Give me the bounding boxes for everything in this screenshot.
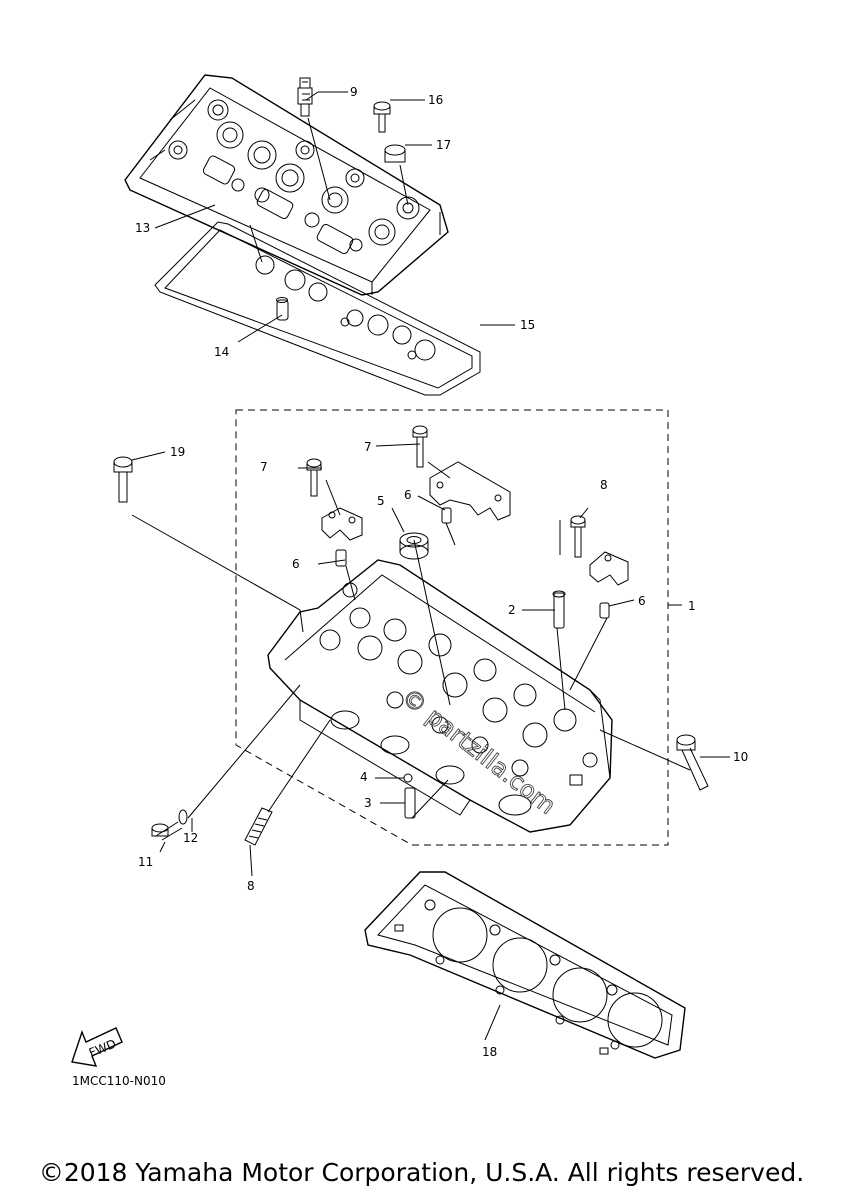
flange-bolt[interactable] bbox=[151, 821, 183, 841]
cylinder-head[interactable] bbox=[267, 559, 613, 833]
part-label-9[interactable]: 9 bbox=[350, 85, 358, 99]
diagram-code: 1MCC110-N010 bbox=[72, 1074, 166, 1088]
part-label-1[interactable]: 1 bbox=[688, 599, 696, 613]
watermark: © partzilla.com bbox=[396, 683, 561, 820]
part-label-10[interactable]: 10 bbox=[733, 750, 748, 764]
camshaft-cap-left[interactable] bbox=[321, 507, 363, 541]
dowel-pin[interactable] bbox=[599, 602, 610, 619]
part-label-16[interactable]: 16 bbox=[428, 93, 443, 107]
part-label-7-center[interactable]: 7 bbox=[364, 440, 372, 454]
forward-arrow-icon: FWD bbox=[71, 1027, 123, 1067]
dowel-pin[interactable] bbox=[335, 549, 347, 567]
cap-bolt[interactable] bbox=[306, 458, 322, 497]
part-label-6-right[interactable]: 6 bbox=[638, 594, 646, 608]
part-label-6-left[interactable]: 6 bbox=[292, 557, 300, 571]
exploded-parts-diagram: FWD © partzilla.com bbox=[71, 74, 748, 1067]
plug-tube-seal[interactable] bbox=[399, 532, 429, 560]
part-label-13[interactable]: 13 bbox=[135, 221, 150, 235]
cover-washer[interactable] bbox=[384, 144, 406, 163]
cap-bolt[interactable] bbox=[412, 425, 428, 468]
copyright-notice: ©2018 Yamaha Motor Corporation, U.S.A. A… bbox=[38, 1158, 805, 1187]
sealing-washer[interactable] bbox=[178, 809, 188, 825]
part-label-14[interactable]: 14 bbox=[214, 345, 229, 359]
cap-bolt[interactable] bbox=[570, 515, 586, 558]
head-cover-gasket[interactable] bbox=[154, 221, 481, 396]
part-label-18[interactable]: 18 bbox=[482, 1045, 497, 1059]
part-label-11[interactable]: 11 bbox=[138, 855, 153, 869]
part-label-17[interactable]: 17 bbox=[436, 138, 451, 152]
part-label-8[interactable]: 8 bbox=[247, 879, 255, 893]
part-label-4[interactable]: 4 bbox=[360, 770, 368, 784]
head-bolt-long[interactable] bbox=[113, 456, 133, 503]
camshaft-cap-center[interactable] bbox=[429, 461, 511, 521]
part-label-3[interactable]: 3 bbox=[364, 796, 372, 810]
circlip[interactable] bbox=[403, 773, 413, 783]
part-label-7-right[interactable]: 8 bbox=[600, 478, 608, 492]
leader-lines bbox=[131, 91, 730, 1041]
stud-bolt[interactable] bbox=[244, 807, 273, 846]
cylinder-head-cover[interactable] bbox=[124, 74, 449, 296]
part-label-5[interactable]: 5 bbox=[377, 494, 385, 508]
camshaft-cap-right[interactable] bbox=[589, 551, 629, 586]
assembly-frame bbox=[235, 409, 669, 846]
part-label-7-left[interactable]: 7 bbox=[260, 460, 268, 474]
part-label-19[interactable]: 19 bbox=[170, 445, 185, 459]
part-label-15[interactable]: 15 bbox=[520, 318, 535, 332]
valve-guide-lower[interactable] bbox=[404, 787, 416, 819]
dowel-pin[interactable] bbox=[441, 507, 452, 524]
cover-bolt[interactable] bbox=[373, 101, 391, 133]
cylinder-head-gasket[interactable] bbox=[364, 871, 686, 1059]
grommet[interactable] bbox=[276, 297, 289, 321]
part-label-2[interactable]: 2 bbox=[508, 603, 516, 617]
head-bolt[interactable] bbox=[676, 734, 709, 791]
part-label-6-center[interactable]: 6 bbox=[404, 488, 412, 502]
part-label-12[interactable]: 12 bbox=[183, 831, 198, 845]
